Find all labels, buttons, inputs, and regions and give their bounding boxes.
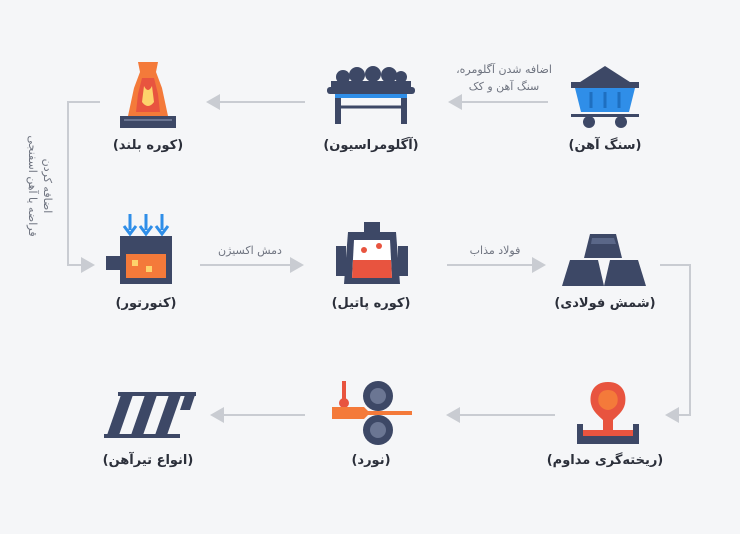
node-label-agglomeration: (آگلومراسیون) (323, 138, 419, 153)
sinter-conveyor-icon (327, 66, 415, 124)
blast-furnace-icon (120, 62, 176, 128)
continuous-casting-icon (577, 382, 639, 444)
ladle-furnace-icon (336, 222, 408, 284)
arrow-blast-furnace-to-converter (67, 101, 100, 273)
edge-label-molten-steel: فولاد مذاب (469, 244, 521, 257)
node-label-beams: (انواع تیرآهن) (102, 453, 194, 468)
mine-cart-icon (571, 66, 639, 128)
converter-icon (106, 214, 172, 284)
node-label-iron-ore: (سنگ آهن) (568, 138, 642, 153)
edge-label-add-agglomerate-1: اضافه شدن آگلومره، (456, 63, 552, 76)
edge-label-oxygen-blow: دمش اکسیژن (218, 244, 282, 257)
node-label-blast-furnace: (کوره بلند) (112, 138, 184, 153)
steel-beams-icon (104, 392, 196, 438)
node-label-rolling: (نورد) (351, 453, 391, 468)
side-label-line-1: اضافه کردن (41, 158, 54, 214)
node-label-steel-ingot: (شمش فولادی) (554, 296, 656, 311)
node-label-converter: (کنورتور) (115, 296, 177, 311)
node-label-ladle-furnace: (کوره پاتیل) (331, 296, 411, 311)
edge-label-add-agglomerate-2: سنگ آهن و کک (468, 80, 540, 93)
side-label-line-2: قراضه یا آهن اسفنجی (26, 135, 39, 237)
node-label-continuous-casting: (ریخته‌گری مداوم) (546, 453, 664, 468)
arrow-ingot-to-casting (660, 264, 691, 423)
side-label-add-scrap: اضافه کردن قراضه یا آهن اسفنجی (23, 121, 55, 251)
rolling-mill-icon (332, 381, 412, 445)
steel-ingot-icon (562, 234, 646, 286)
